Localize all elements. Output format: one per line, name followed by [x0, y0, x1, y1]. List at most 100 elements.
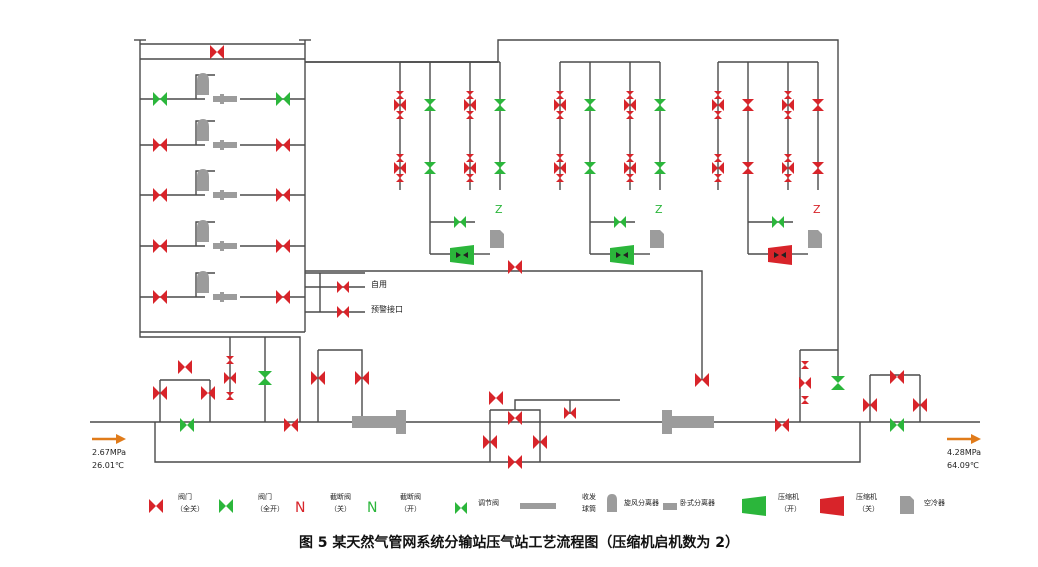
legend-compressor-on-state: （开） [780, 505, 801, 513]
valve-closed-icon [153, 239, 167, 253]
pipe-segment [305, 270, 703, 380]
legend-cyclone-icon [607, 494, 617, 512]
valve-closed-icon [355, 371, 369, 385]
valve-closed-icon [784, 174, 792, 182]
pipelines [90, 39, 980, 463]
legend-valve-closed-label: 阀门 [178, 492, 192, 501]
valve-closed-icon [466, 111, 474, 119]
valve-closed-icon [394, 99, 406, 111]
pig-receiver-icon [220, 140, 224, 150]
valve-closed-icon [226, 356, 234, 364]
valve-open-icon [219, 499, 233, 513]
air-cooler-icon [808, 230, 822, 248]
outlet-temperature: 64.09℃ [947, 461, 979, 470]
pipe-segment [318, 349, 363, 422]
legend-valve-open-state: （全开） [256, 504, 284, 513]
valve-open-icon [614, 216, 626, 228]
compressor-on-icon [450, 245, 474, 265]
legend-shutoff-open-icon: N [367, 500, 377, 516]
legend-compressor-on-icon [742, 496, 766, 516]
valve-closed-icon [913, 398, 927, 412]
valve-closed-icon [784, 91, 792, 99]
pig-receiver-icon [220, 190, 224, 200]
valve-closed-icon [624, 162, 636, 174]
valve-closed-icon [801, 361, 809, 369]
valve-closed-icon [153, 290, 167, 304]
pig-receiver-icon [213, 294, 237, 300]
valve-closed-icon [742, 99, 754, 111]
compressor-arrow-icon [781, 252, 786, 258]
pipe-segment [195, 221, 215, 246]
valve-open-icon [772, 216, 784, 228]
inlet-temperature: 26.01℃ [92, 461, 124, 470]
pig-receiver-icon [220, 292, 224, 302]
pipe-segment [195, 120, 215, 145]
pipe-segment [139, 332, 301, 422]
shutoff-valve-icon: Z [813, 203, 821, 216]
valve-closed-icon [556, 91, 564, 99]
valve-closed-icon [153, 138, 167, 152]
valve-closed-icon [556, 174, 564, 182]
valve-closed-icon [153, 188, 167, 202]
valve-closed-icon [396, 174, 404, 182]
valve-closed-icon [863, 398, 877, 412]
valve-closed-icon [556, 154, 564, 162]
valve-open-icon [494, 162, 506, 174]
legend: 阀门 （全关） 阀门 （全开） 截断阀 （关） 截断阀 （开） 调节阀 收发 球… [176, 492, 945, 513]
valve-closed-icon [714, 111, 722, 119]
outlet-arrow-icon [947, 434, 981, 444]
compressor-off-icon [768, 245, 792, 265]
valve-closed-icon [276, 239, 290, 253]
valve-closed-icon [784, 111, 792, 119]
valve-closed-icon [396, 154, 404, 162]
inlet-pressure: 2.67MPa [92, 448, 126, 457]
valve-closed-icon [153, 386, 167, 400]
valve-closed-icon [149, 499, 163, 513]
cyclone-separator-icon [197, 119, 209, 141]
pipe-segment [195, 272, 215, 297]
valve-closed-icon [508, 260, 522, 274]
pig-receiver-icon [213, 142, 237, 148]
legend-shutoff-open-label: 截断阀 [400, 492, 421, 501]
legend-shutoff-closed-state: （关） [330, 504, 351, 513]
valve-closed-icon [466, 91, 474, 99]
compressor-arrow-icon [616, 252, 621, 258]
legend-shutoff-closed-icon: N [295, 500, 305, 516]
valve-closed-icon [394, 162, 406, 174]
valve-closed-icon [224, 372, 236, 384]
valve-closed-icon [276, 188, 290, 202]
valve-closed-icon [201, 386, 215, 400]
valve-open-icon [890, 418, 904, 432]
valve-closed-icon [396, 91, 404, 99]
valve-open-icon [831, 376, 845, 390]
pig-receiver-icon [220, 94, 224, 104]
pipe-segment [514, 399, 620, 410]
valve-closed-icon [626, 91, 634, 99]
valve-closed-icon [782, 162, 794, 174]
outlet-pressure: 4.28MPa [947, 448, 981, 457]
legend-compressor-off-state: （关） [858, 504, 879, 513]
valve-closed-icon [489, 391, 503, 405]
air-cooler-icon [490, 230, 504, 248]
valve-open-icon [654, 99, 666, 111]
valve-closed-icon [626, 174, 634, 182]
pig-receiver-icon [662, 410, 672, 434]
cyclone-separator-icon [197, 73, 209, 95]
valve-closed-icon [812, 99, 824, 111]
legend-shutoff-closed-label: 截断阀 [330, 492, 351, 501]
pig-receiver-icon [213, 192, 237, 198]
valve-open-icon [276, 92, 290, 106]
pig-receiver-icon [664, 416, 714, 428]
compressor-on-icon [610, 245, 634, 265]
shutoff-valve-icon: Z [655, 203, 663, 216]
valve-closed-icon [782, 99, 794, 111]
valve-open-icon [424, 99, 436, 111]
pig-receiver-icon [352, 416, 400, 428]
valve-open-icon [424, 162, 436, 174]
pig-receiver-icon [396, 410, 406, 434]
legend-air-cooler-label: 空冷器 [924, 498, 945, 507]
valve-closed-icon [466, 154, 474, 162]
valve-open-icon [258, 371, 272, 385]
valve-closed-icon [396, 111, 404, 119]
